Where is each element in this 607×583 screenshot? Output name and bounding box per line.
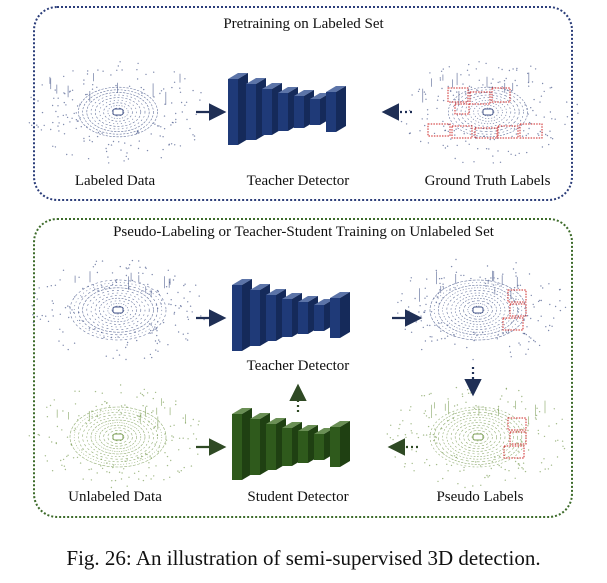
pseudo-labeling-panel (33, 218, 573, 518)
unlabeled-point-cloud-student (28, 384, 200, 489)
pseudo-labels-point-cloud (386, 386, 566, 489)
teacher-detector-network-icon (228, 73, 346, 145)
teacher-detector-label-2: Teacher Detector (246, 358, 350, 374)
teacher-output-point-cloud (397, 258, 567, 361)
student-detector-network-icon (232, 408, 350, 480)
teacher-detector-label: Teacher Detector (246, 173, 350, 189)
pseudo-labels-label: Pseudo Labels (436, 489, 524, 505)
unlabeled-data-label: Unlabeled Data (68, 489, 162, 505)
pretraining-title: Pretraining on Labeled Set (223, 16, 384, 32)
figure-caption: Fig. 26: An illustration of semi-supervi… (66, 546, 541, 570)
pretraining-panel (33, 6, 573, 201)
labeled-data-label: Labeled Data (74, 173, 156, 189)
unlabeled-point-cloud-teacher (31, 259, 205, 361)
ground-truth-point-cloud (400, 61, 579, 164)
teacher-detector-network-icon-2 (232, 279, 350, 351)
student-detector-label: Student Detector (247, 489, 349, 505)
labeled-point-cloud (28, 61, 202, 164)
pseudo-labeling-title: Pseudo-Labeling or Teacher-Student Train… (113, 224, 494, 240)
ground-truth-labels-label: Ground Truth Labels (424, 173, 551, 189)
